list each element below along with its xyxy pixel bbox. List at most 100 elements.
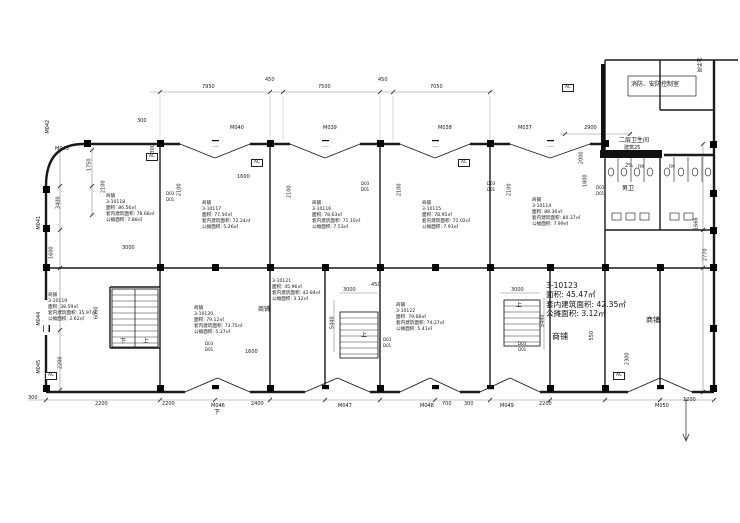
annotation-label: 商铺 — [258, 306, 271, 313]
annotation-label: 消防、安防控制室 — [631, 81, 680, 88]
shop-id: 3-10121 — [272, 279, 292, 284]
annotation-label: 男卫 — [622, 185, 635, 192]
dimension-label: 3000 — [511, 287, 524, 293]
door-tag-label: M046 — [211, 403, 225, 409]
shop-inner-area: 套内建筑面积: 71.10㎡ — [312, 218, 361, 224]
dimension-label: 2100 — [100, 180, 107, 194]
dimension-label: 300 — [464, 401, 474, 407]
dimension-label: 1600 — [237, 174, 250, 180]
dimension-label: 2400 — [251, 401, 264, 407]
dimension-label: 7050 — [430, 84, 443, 90]
annotation-label: 商铺 — [552, 332, 568, 341]
shop-shared-area: 公摊面积: 2.62㎡ — [48, 316, 85, 322]
door-tag-label: M037 — [518, 125, 532, 131]
shop-inner-area: 套内建筑面积: 35.97㎡ — [48, 310, 97, 316]
shop-inner-area: 套内建筑面积: 74.27㎡ — [396, 320, 445, 326]
dimension-label: 450 — [265, 77, 275, 83]
shop-id: 3-10120 — [194, 311, 214, 317]
ac-unit-label: AC — [458, 159, 470, 168]
dimension-label: 1600 — [245, 349, 258, 355]
door-tag-label: M039 — [323, 125, 337, 131]
shop-area: 面积: 86.56㎡ — [106, 205, 136, 211]
dimension-label: 2300 — [624, 352, 631, 366]
shop-area: 面积: 79.12㎡ — [194, 317, 224, 323]
door-tag-label: M050 — [655, 403, 669, 409]
annotation-label: FM — [638, 164, 644, 169]
annotation-label: FM — [669, 164, 675, 169]
shop-word: 商铺 — [202, 201, 212, 206]
dimension-label: 2100 — [176, 183, 183, 197]
shop-area: 面积: 78.95㎡ — [422, 212, 452, 218]
shop-inner-area: 套内建筑面积: 71.02㎡ — [422, 218, 471, 224]
shop-word: 商铺 — [106, 194, 116, 199]
dimension-label: 450 — [378, 77, 388, 83]
annotation-label: 洗手间 — [695, 57, 702, 73]
shop-area: 面积: 45.96㎡ — [272, 284, 302, 290]
shop-inner-area: 套内建筑面积: 73.75㎡ — [194, 323, 243, 329]
shop-shared-area: 公摊面积: 5.41㎡ — [396, 326, 433, 332]
dimension-label: 2770 — [702, 248, 709, 262]
dimension-label: 550 — [589, 330, 596, 341]
dimension-label: 2900 — [584, 125, 597, 131]
shop-shared-area: 公摊面积: 5.26㎡ — [202, 224, 239, 230]
shop-shared-area: 公摊面积: 7.53㎡ — [312, 224, 349, 230]
door-tag-label: M049 — [500, 403, 514, 409]
dimension-label: 3000 — [343, 287, 356, 293]
door-leaf-tag: D03 — [596, 185, 605, 190]
shop-id: 3-10123 — [546, 281, 578, 290]
door-tag-label: M041 — [36, 215, 43, 230]
shop-word: 商铺 — [532, 198, 542, 203]
dimension-label: 2100 — [396, 183, 403, 197]
door-leaf-tag: D01 — [205, 346, 214, 352]
dimension-label: 5440 — [329, 316, 336, 330]
dimension-label: 450 — [371, 282, 381, 288]
shop-shared-area: 公摊面积: 3.12㎡ — [272, 296, 309, 302]
shop-inner-area: 套内建筑面积: 78.68㎡ — [106, 211, 155, 217]
door-leaf-tag: D01 — [518, 346, 527, 352]
dimension-label: 2100 — [286, 185, 293, 199]
dimension-label: 3000 — [122, 245, 135, 251]
door-leaf-tag: D03 — [383, 337, 392, 342]
shop-shared-area: 公摊面积: 5.37㎡ — [194, 329, 231, 335]
door-leaf-tag: D01 — [383, 342, 392, 348]
shop-word: 商铺 — [396, 303, 406, 308]
dimension-label: 2200 — [539, 401, 552, 407]
door-tag-label: M043 — [55, 146, 69, 152]
shop-inner-area: 套内建筑面积: 42.35㎡ — [546, 299, 626, 309]
door-tag-label: M038 — [438, 125, 452, 131]
shop-shared-area: 公摊面积: 7.88㎡ — [106, 217, 143, 223]
shop-shared-area: 公摊面积: 7.93㎡ — [422, 224, 459, 230]
dimension-label: 7950 — [202, 84, 215, 90]
shop-area: 面积: 38.59㎡ — [48, 304, 78, 310]
shop-id: 3-10117 — [202, 206, 222, 212]
shop-shared-area: 公摊面积: 7.99㎡ — [532, 221, 569, 227]
door-tag-label: M045 — [36, 359, 43, 374]
dimension-label: 2000 — [578, 151, 585, 165]
shop-area: 面积: 77.50㎡ — [202, 212, 232, 218]
dimension-label: 1750 — [86, 158, 93, 172]
dimension-label: 7500 — [318, 84, 331, 90]
door-tag-label: M042 — [45, 119, 52, 134]
shop-word: 商铺 — [48, 293, 58, 298]
door-leaf-tag: D01 — [596, 190, 605, 196]
shop-word: 商铺 — [194, 306, 204, 311]
dimension-label: 1800 — [582, 174, 589, 188]
door-leaf-tag: D01 — [166, 196, 175, 202]
annotation-label: 二层卫生间 — [619, 137, 650, 144]
dimension-label: 1666 — [693, 217, 700, 231]
dimension-label: 1200 — [683, 397, 696, 403]
door-leaf-tag: D03 — [205, 341, 214, 346]
annotation-label: 上 — [516, 302, 523, 309]
ac-unit-label: AC — [613, 372, 625, 381]
dimension-label: 2200 — [57, 356, 64, 370]
shop-inner-area: 套内建筑面积: 72.24㎡ — [202, 218, 251, 224]
